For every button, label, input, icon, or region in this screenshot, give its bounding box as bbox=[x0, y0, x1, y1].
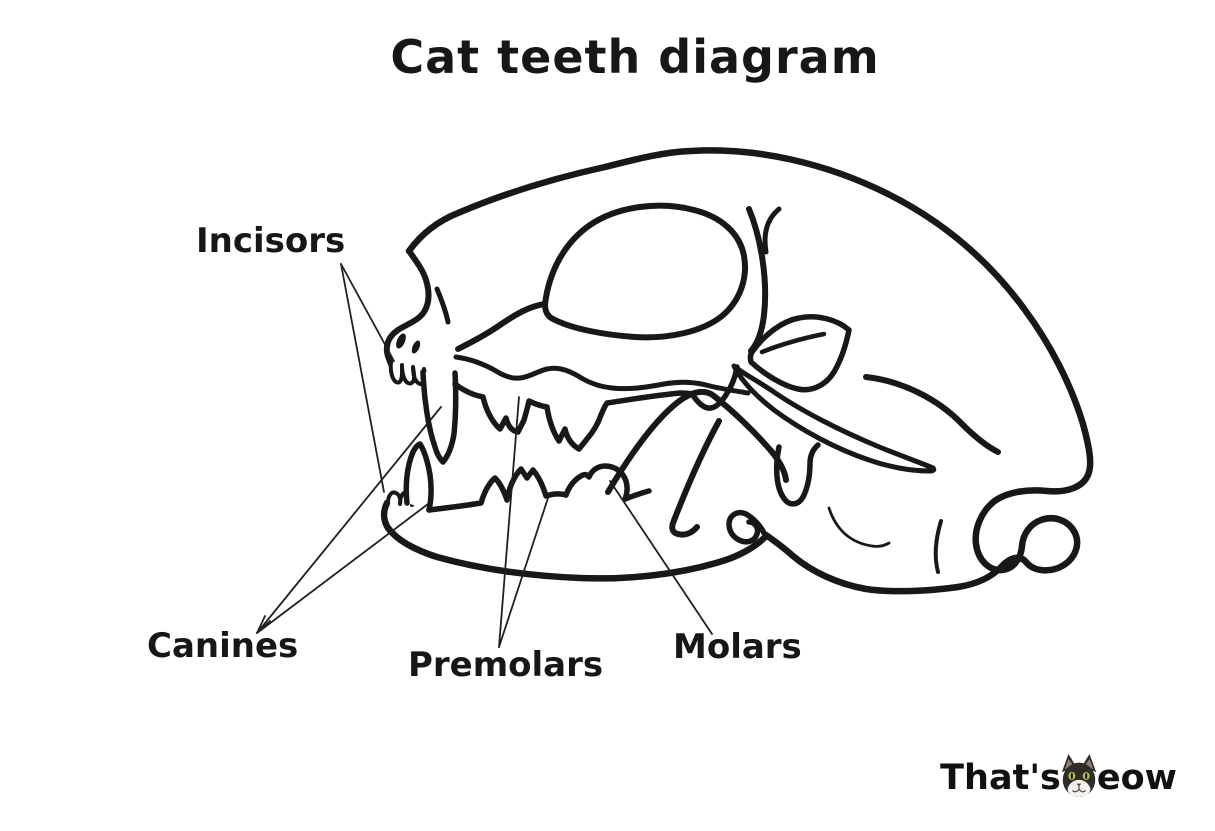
infraorbital-slash bbox=[434, 286, 451, 325]
premolars-lower-leader-line bbox=[498, 497, 549, 648]
mandible-outline-path bbox=[380, 499, 770, 582]
skull-line-art bbox=[380, 147, 1094, 595]
postorbital-tick bbox=[762, 206, 782, 255]
canines-lower-leader-line bbox=[256, 503, 429, 634]
lower-premolar-teeth bbox=[426, 466, 569, 513]
angular-curl-path bbox=[726, 509, 767, 545]
molars-leader-line bbox=[609, 480, 713, 635]
premolars-upper-leader-line bbox=[498, 396, 520, 648]
label-molars: Molars bbox=[673, 627, 802, 667]
canines-arrowhead bbox=[256, 615, 271, 634]
label-canines: Canines bbox=[147, 626, 299, 666]
watermark: That's eow bbox=[940, 748, 1177, 808]
eye-socket-outline bbox=[455, 202, 748, 352]
maxilla-suture-line bbox=[453, 354, 751, 396]
label-premolars: Premolars bbox=[408, 645, 604, 685]
page-title: Cat teeth diagram bbox=[390, 30, 880, 84]
temporal-crest-line bbox=[863, 374, 1001, 455]
nasal-profile-path bbox=[383, 248, 432, 369]
ear-region-inner-line bbox=[759, 331, 827, 355]
watermark-text-after: eow bbox=[1096, 758, 1177, 798]
leader-lines bbox=[256, 263, 713, 648]
nostril-dots bbox=[396, 333, 421, 354]
upper-premolar-teeth bbox=[452, 364, 740, 452]
ear-region-outline bbox=[747, 314, 852, 393]
bulla-arc-path bbox=[827, 506, 891, 548]
condyle-notch-path bbox=[773, 442, 821, 507]
coronoid-inner-edge bbox=[669, 418, 722, 538]
upper-incisor-teeth bbox=[388, 360, 427, 387]
watermark-text-before: That's bbox=[940, 758, 1061, 798]
zygomatic-arch-blade bbox=[731, 363, 937, 474]
coronoid-process-path bbox=[605, 388, 789, 495]
upper-canine-tooth bbox=[420, 369, 459, 465]
lower-canine-tooth bbox=[403, 441, 434, 513]
cat-face-icon bbox=[1061, 754, 1097, 797]
postorbital-line bbox=[746, 206, 769, 354]
incisors-upper-leader-line bbox=[340, 263, 395, 362]
occipital-detail-line bbox=[933, 519, 943, 574]
label-incisors: Incisors bbox=[196, 221, 346, 261]
canines-upper-leader-line bbox=[256, 406, 442, 634]
incisors-lower-leader-line bbox=[340, 263, 385, 493]
lower-molar-tooth bbox=[563, 463, 652, 502]
cranium-outline-path bbox=[405, 147, 1094, 595]
